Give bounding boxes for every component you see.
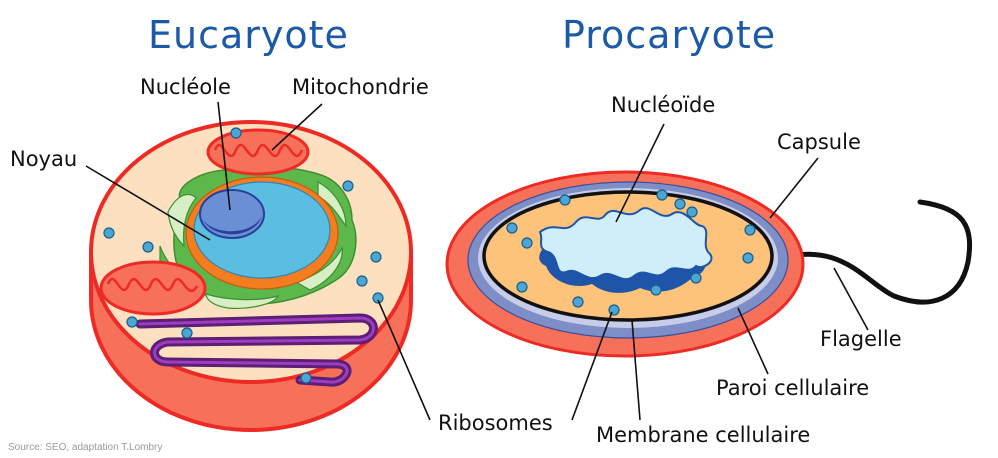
leader-lines [85, 101, 869, 421]
label-cell-membrane: Membrane cellulaire [596, 423, 810, 447]
label-mitochondria: Mitochondrie [292, 75, 429, 99]
label-flagellum: Flagelle [820, 327, 902, 351]
nucleus [185, 176, 339, 290]
prokaryote-title: Procaryote [562, 13, 776, 57]
label-nucleolus: Nucléole [140, 75, 231, 99]
label-nucleus: Noyau [10, 147, 77, 171]
mitochondrion-left [99, 260, 207, 316]
eukaryote-title: Eucaryote [148, 13, 349, 57]
label-cell-wall: Paroi cellulaire [716, 376, 869, 400]
eukaryote-ribosomes [103, 127, 384, 384]
eukaryotic-cell [89, 120, 413, 432]
flagellum [765, 199, 973, 305]
label-nucleoid: Nucléoïde [611, 93, 715, 117]
prokaryotic-cell [445, 170, 973, 358]
source-credit: Source: SEO, adaptation T.Lombry [8, 442, 162, 453]
label-capsule: Capsule [777, 130, 861, 154]
label-ribosomes: Ribosomes [438, 411, 553, 435]
nucleoid [538, 207, 713, 293]
nucleolus [199, 189, 265, 239]
mitochondrion-top [206, 128, 310, 176]
prokaryote-ribosomes [506, 189, 756, 316]
